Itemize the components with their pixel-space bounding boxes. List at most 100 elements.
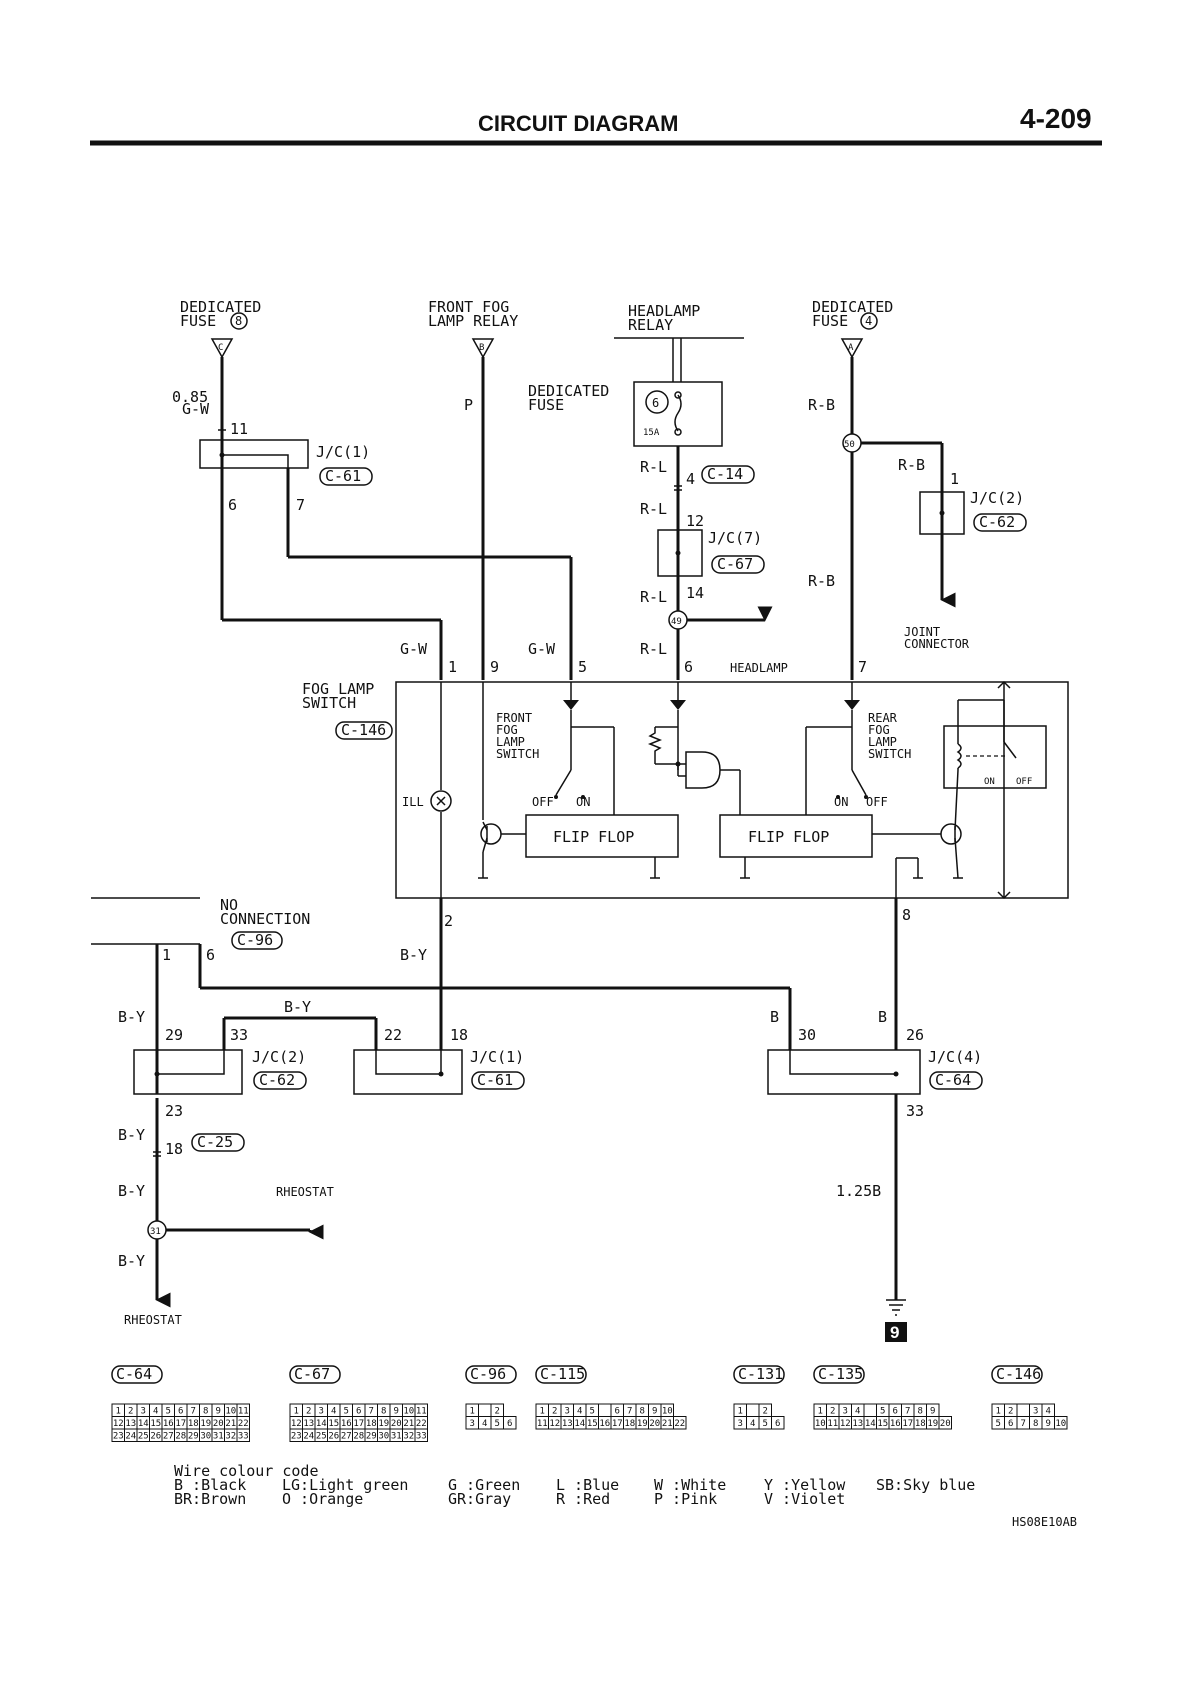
wiring-lower <box>91 897 898 1308</box>
rear-switch-label-2: FOG <box>868 723 890 737</box>
wire-label-125b: 1.25B <box>836 1182 881 1200</box>
connector-pin-number: 2 <box>830 1407 835 1417</box>
switch-pin-9: 9 <box>490 658 499 676</box>
connector-pin-number: 1 <box>294 1407 299 1417</box>
connector-pin-number: 15 <box>877 1419 888 1429</box>
wire-label-by-2: B-Y <box>284 998 311 1016</box>
ill-label: ILL <box>402 795 424 809</box>
switch-conn-badge <box>335 721 393 740</box>
wire-label-rb-2: R-B <box>898 456 925 474</box>
connector-pin-number: 32 <box>225 1432 236 1442</box>
diode-front <box>563 700 579 710</box>
joint-label-2: CONNECTOR <box>904 637 970 651</box>
connector-pin-number: 3 <box>141 1407 146 1417</box>
jc4-conn: C-64 <box>935 1071 971 1089</box>
jc7-conn: C-67 <box>717 555 753 573</box>
jc1-bottom-box <box>353 1049 463 1095</box>
connector-pin-number: 26 <box>150 1432 161 1442</box>
fuse6-number-circle <box>645 390 669 414</box>
connector-pin-cell <box>1016 1403 1030 1417</box>
wire-label-rb-1: R-B <box>808 396 835 414</box>
pin-22: 22 <box>384 1026 402 1044</box>
connector-pin-number: 27 <box>341 1432 352 1442</box>
jc4: 30 26 33 J/C(4) C-64 <box>767 1026 983 1120</box>
connector-pin-number: 3 <box>1033 1407 1038 1417</box>
connector-pin-number: 28 <box>353 1432 364 1442</box>
pin-18: 18 <box>450 1026 468 1044</box>
legend-green: G :Green <box>448 1476 520 1494</box>
connector-pin-number: 9 <box>216 1407 221 1417</box>
switch-pin-6: 6 <box>684 658 693 676</box>
jc2-bottom: 29 33 23 J/C(2) C-62 <box>133 1026 307 1120</box>
connector-pin-number: 11 <box>416 1407 427 1417</box>
wire-label-p: P <box>464 396 473 414</box>
legend-black: B :Black <box>174 1476 246 1494</box>
connector-pin-number: 1 <box>818 1407 823 1417</box>
connector-pin-number: 30 <box>200 1432 211 1442</box>
connector-pin-number: 1 <box>996 1407 1001 1417</box>
jc1-bottom-conn: C-61 <box>477 1071 513 1089</box>
flip-flop-2-label: FLIP FLOP <box>748 828 829 846</box>
fuse8-number-circle <box>230 312 248 330</box>
connector-pin-number: 7 <box>1021 1419 1026 1429</box>
wire-label-rl-4: R-L <box>640 640 667 658</box>
joint-label-1: JOINT <box>904 625 940 639</box>
connector-pin-number: 4 <box>331 1407 336 1417</box>
connector-pin-number: 20 <box>213 1419 224 1429</box>
pin-12: 12 <box>686 512 704 530</box>
fog-lamp-switch: FOG LAMP SWITCH C-146 1 9 5 6 7 OFF ON F… <box>302 658 1069 900</box>
connector-name-badge <box>111 1365 163 1384</box>
connector-pin-number: 23 <box>291 1432 302 1442</box>
fuse6-element <box>674 394 682 432</box>
connector-pin-number: 8 <box>640 1407 645 1417</box>
junction-50 <box>842 433 862 453</box>
connector-pin-number: 33 <box>238 1432 249 1442</box>
jc2-top-conn: C-62 <box>979 513 1015 531</box>
connector-pin-number: 31 <box>213 1432 224 1442</box>
connector-pin-number: 12 <box>113 1419 124 1429</box>
connector-pin-number: 19 <box>378 1419 389 1429</box>
connector-pin-number: 12 <box>840 1419 851 1429</box>
fuse6-terminal-top <box>674 391 682 399</box>
wire-label-by-1: B-Y <box>400 946 427 964</box>
connector-pin-number: 15 <box>150 1419 161 1429</box>
wire-colour-legend: Wire colour code B :Black LG:Light green… <box>174 1462 975 1508</box>
pin-14: 14 <box>686 584 704 602</box>
source-front-fog-lamp-relay: FRONT FOG LAMP RELAY B <box>428 298 518 359</box>
connector-pin-cell <box>414 1428 428 1442</box>
connector-pin-number: 14 <box>574 1419 585 1429</box>
connector-pin-number: 22 <box>416 1419 427 1429</box>
wire-label-rb-3: R-B <box>808 572 835 590</box>
pin-33-jc4: 33 <box>906 1102 924 1120</box>
rear-switch-on: ON <box>834 795 848 809</box>
legend-sky-blue: SB:Sky blue <box>876 1476 975 1494</box>
connector-pin-number: 13 <box>303 1419 314 1429</box>
connector-pin-number: 7 <box>191 1407 196 1417</box>
connector-pin-number: 7 <box>905 1407 910 1417</box>
connector-pin-number: 8 <box>918 1407 923 1417</box>
connector-pin-number: 27 <box>163 1432 174 1442</box>
connector-pin-number: 29 <box>366 1432 377 1442</box>
connector-pin-number: 14 <box>316 1419 327 1429</box>
wire-label-gw-top: G-W <box>182 400 210 418</box>
diagram-code: HS08E10AB <box>1012 1515 1077 1529</box>
connector-pin-number: 29 <box>188 1432 199 1442</box>
connector-pin-number: 13 <box>852 1419 863 1429</box>
connector-pin-number: 7 <box>369 1407 374 1417</box>
connector-pin-number: 9 <box>652 1407 657 1417</box>
fuse4-tag: A <box>848 343 854 353</box>
legend-blue: L :Blue <box>556 1476 619 1494</box>
connector-name: C-64 <box>116 1365 152 1383</box>
jc2-top-conn-badge <box>973 513 1027 532</box>
connector-pin-number: 4 <box>482 1419 487 1429</box>
connector-pin-number: 20 <box>649 1419 660 1429</box>
connector-pin-number: 10 <box>662 1407 673 1417</box>
connector-pin-number: 17 <box>175 1419 186 1429</box>
relay-tag: B <box>479 343 484 353</box>
connector-pin-number: 7 <box>627 1407 632 1417</box>
connector-pin-number: 1 <box>540 1407 545 1417</box>
connector-pin-number: 16 <box>341 1419 352 1429</box>
